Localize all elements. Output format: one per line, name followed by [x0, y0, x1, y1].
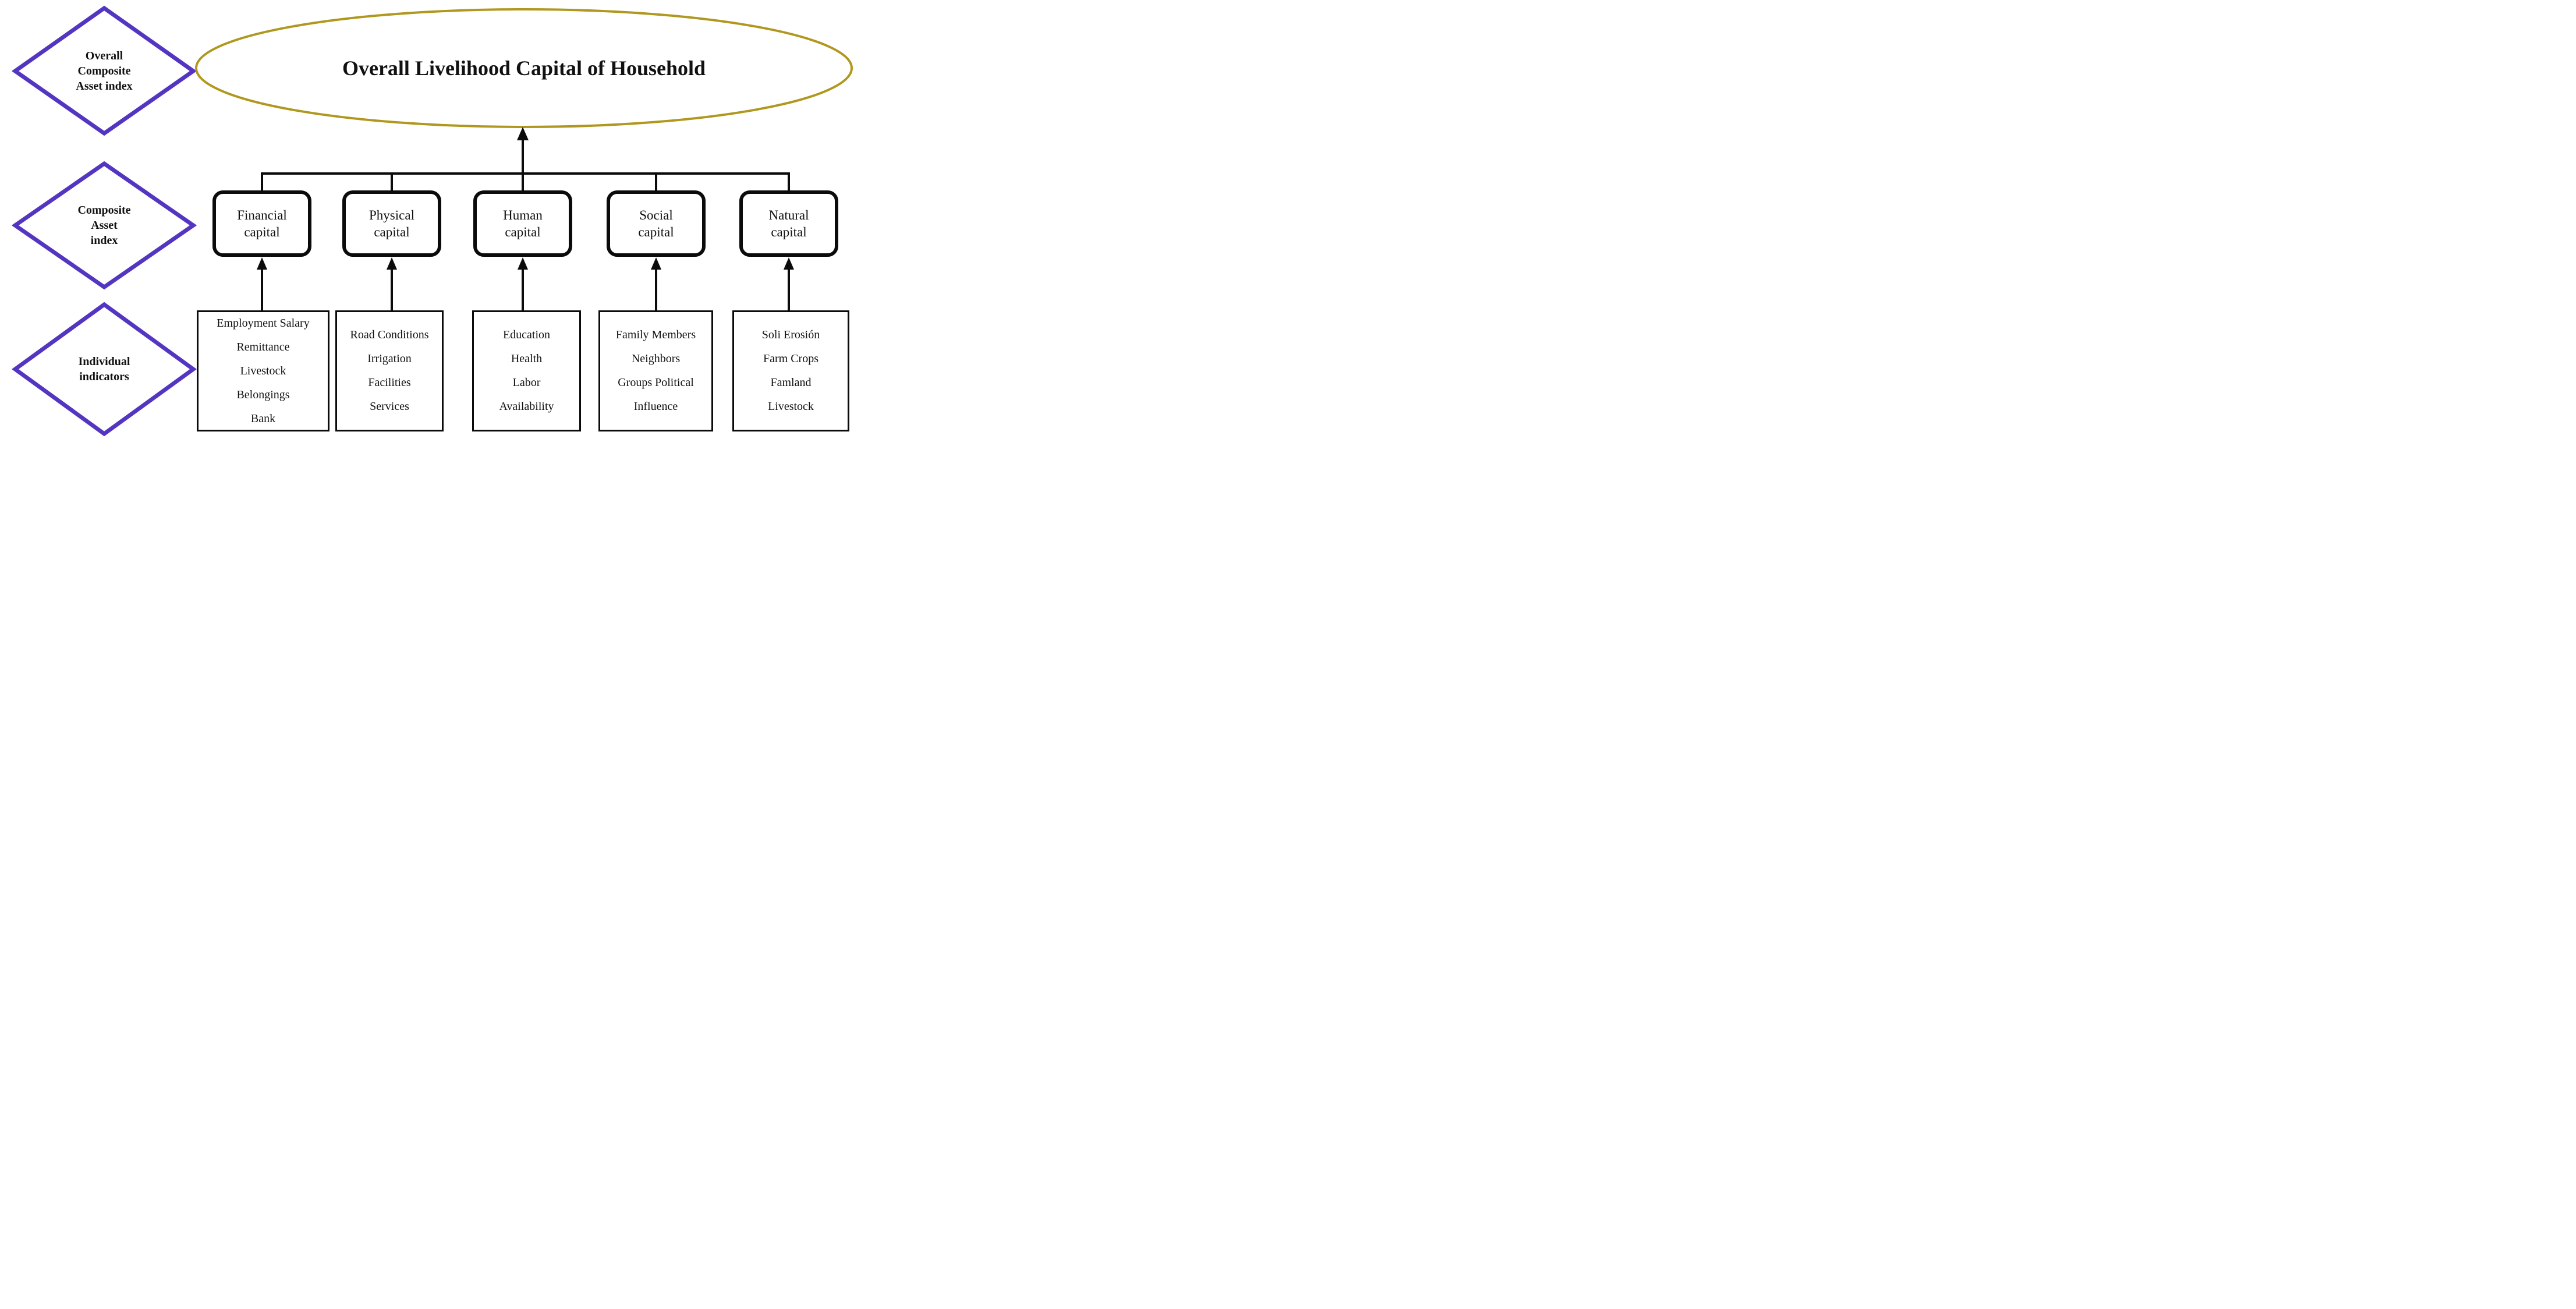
diamond-individual-indicators: [12, 302, 197, 436]
diamond-overall-composite-asset-index: [11, 5, 197, 136]
root-ellipse-title: Overall Livelihood Capital of Household: [342, 56, 706, 80]
indicator-box-natural: Soli Erosión Farm Crops Famland Livestoc…: [732, 310, 849, 431]
indicator-item: Road Conditions: [350, 328, 429, 341]
indicator-item: Groups Political: [618, 376, 694, 389]
label-composite-asset-index: Composite Asset index: [77, 204, 131, 247]
indicator-item: Influence: [633, 400, 678, 413]
arrow-physical-head: [387, 257, 397, 270]
indicator-item: Education: [502, 328, 551, 341]
indicator-box-social: Family Members Neighbors Groups Politica…: [598, 310, 713, 431]
indicator-item: Belongings: [236, 388, 290, 401]
indicator-item: Soli Erosión: [761, 328, 820, 341]
indicator-item: Remittance: [236, 340, 290, 353]
indicator-box-human: Education Health Labor Availability: [472, 310, 581, 431]
indicator-item: Employment Salary: [217, 316, 310, 330]
indicator-item: Facilities: [368, 376, 411, 389]
root-ellipse: [195, 8, 853, 128]
arrow-human-head: [518, 257, 528, 270]
indicator-item: Family Members: [615, 328, 696, 341]
node-social-capital: Social capital: [607, 190, 706, 257]
node-physical-capital: Physical capital: [342, 190, 441, 257]
indicator-item: Irrigation: [367, 352, 412, 365]
indicator-item: Livestock: [240, 364, 286, 377]
indicator-item: Farm Crops: [763, 352, 818, 365]
indicator-item: Labor: [512, 376, 541, 389]
indicator-item: Services: [370, 400, 409, 413]
arrow-social-head: [651, 257, 661, 270]
arrow-natural-head: [784, 257, 794, 270]
indicator-item: Availability: [499, 400, 554, 413]
arrow-to-ellipse-head: [517, 127, 529, 140]
node-human-capital: Human capital: [473, 190, 572, 257]
diagram-canvas: Overall Composite Asset index Composite …: [0, 0, 859, 436]
indicator-item: Famland: [770, 376, 812, 389]
diamond-composite-asset-index: [11, 161, 197, 290]
indicator-box-financial: Employment Salary Remittance Livestock B…: [197, 310, 329, 431]
node-natural-capital: Natural capital: [739, 190, 838, 257]
indicator-box-physical: Road Conditions Irrigation Facilities Se…: [335, 310, 444, 431]
indicator-item: Livestock: [768, 400, 814, 413]
arrow-financial-head: [257, 257, 267, 270]
diagram-shapes-layer: [11, 5, 853, 436]
indicator-item: Health: [511, 352, 543, 365]
node-financial-capital: Financial capital: [212, 190, 311, 257]
label-individual-indicators: Individual indicators: [78, 355, 130, 383]
label-overall-composite-asset-index: Overall Composite Asset index: [76, 49, 133, 93]
indicator-item: Bank: [250, 412, 276, 425]
indicator-item: Neighbors: [631, 352, 681, 365]
